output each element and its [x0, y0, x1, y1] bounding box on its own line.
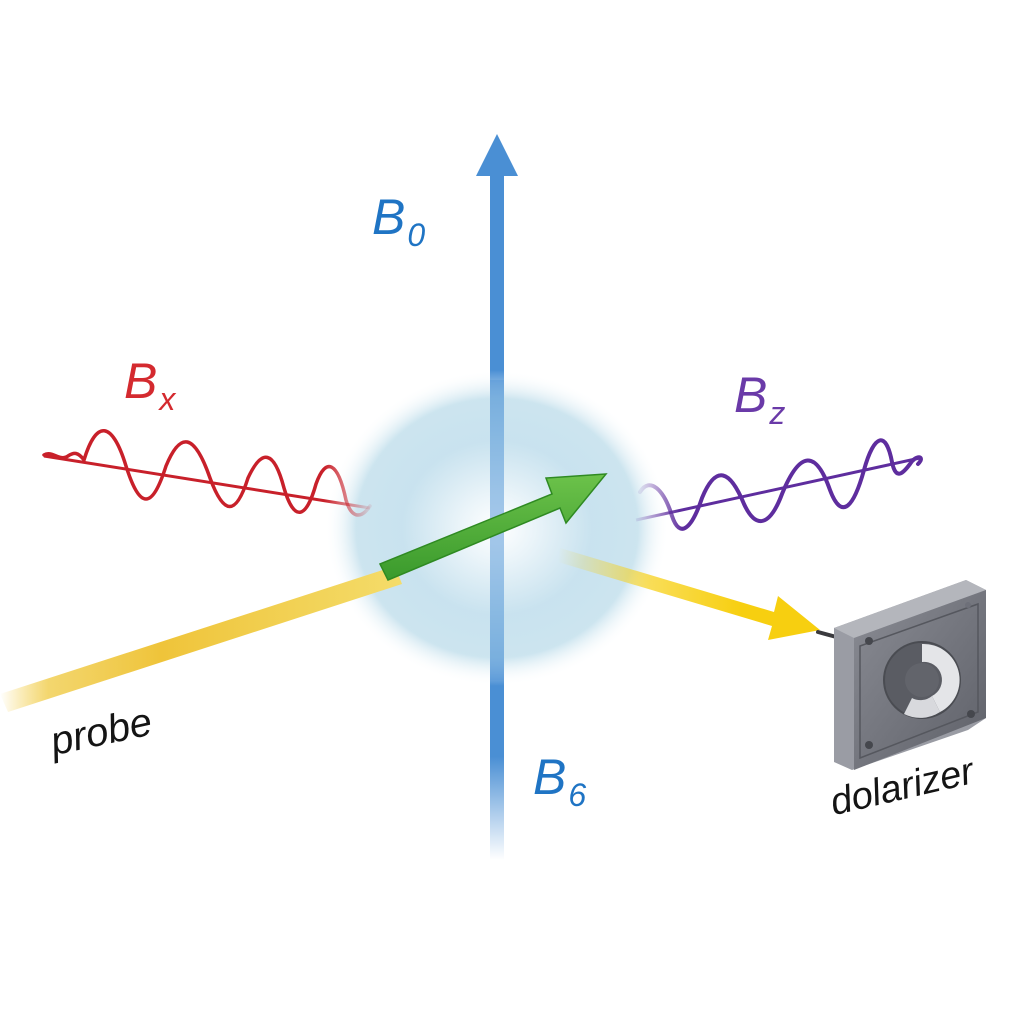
label-bx: Bx: [124, 353, 175, 415]
label-b0-main: B: [372, 189, 406, 245]
oscillating-field-bx: [42, 429, 372, 517]
label-bz-main: B: [734, 367, 768, 423]
label-b6-sub: 6: [568, 777, 587, 813]
axis-arrowhead-icon: [476, 134, 518, 176]
label-bx-sub: x: [159, 381, 176, 417]
label-b0-sub: 0: [407, 217, 426, 253]
polarizer-device: [816, 580, 986, 770]
label-b0: B0: [372, 189, 425, 251]
label-bz: Bz: [734, 367, 785, 429]
probe-beam: [0, 566, 402, 712]
polarizer-dial-icon: [883, 641, 961, 719]
spin-vector-arrow: [378, 473, 608, 581]
label-b6-main: B: [533, 749, 567, 805]
label-bx-main: B: [124, 353, 158, 409]
output-beam-arrow: [558, 548, 820, 640]
oscillating-field-bz: [635, 438, 923, 531]
label-bz-sub: z: [769, 395, 786, 431]
label-b6: B6: [533, 749, 586, 811]
